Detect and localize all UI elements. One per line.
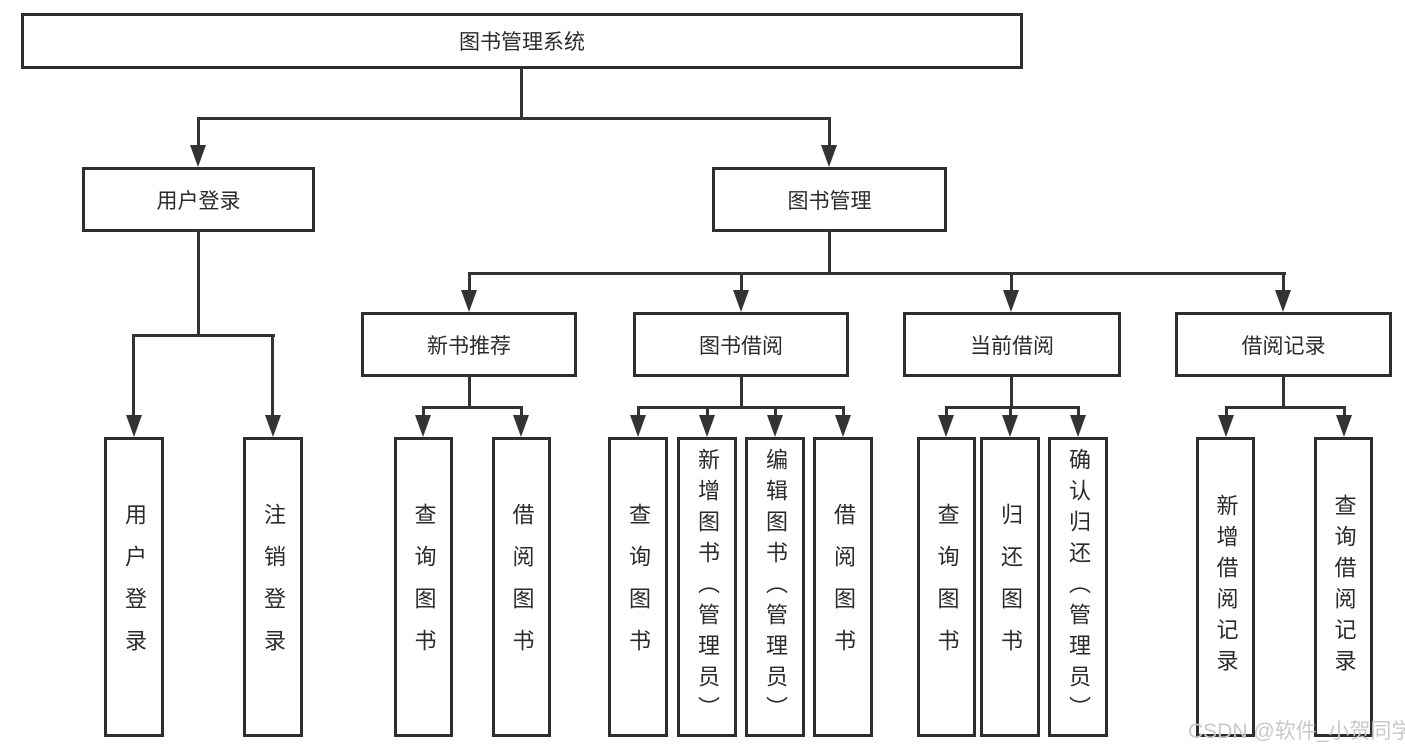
connector-borrow-stem — [740, 375, 743, 409]
connector-manage-c2-stem — [740, 272, 743, 294]
arrow-to-records-query — [1336, 415, 1352, 437]
arrow-to-current-return — [1002, 415, 1018, 437]
arrow-to-current-borrow — [1003, 290, 1019, 312]
connector-current-l1-stem — [945, 406, 948, 418]
arrow-to-new-book — [461, 290, 477, 312]
connector-login-stem — [197, 230, 200, 337]
connector-current-stem — [1010, 375, 1013, 409]
connector-records-l2-stem — [1343, 406, 1346, 418]
connector-root-left-stem — [197, 117, 200, 147]
node-current-borrow: 当前借阅 — [903, 312, 1121, 377]
arrow-to-borrow-records — [1275, 290, 1291, 312]
arrow-to-records-add — [1218, 415, 1234, 437]
connector-manage-c4-stem — [1282, 272, 1285, 294]
leaf-current-return: 归还图书 — [980, 437, 1040, 737]
arrow-to-newbook-borrow — [513, 415, 529, 437]
connector-newbook-l2-stem — [520, 406, 523, 418]
connector-borrow-l1-stem — [637, 406, 640, 418]
connector-borrow-bar — [637, 406, 845, 409]
leaf-borrow-edit: 编辑图书（管理员） — [745, 437, 805, 737]
leaf-borrow-add: 新增图书（管理员） — [677, 437, 737, 737]
connector-current-l2-stem — [1009, 406, 1012, 418]
connector-login-bar — [132, 334, 275, 337]
arrow-to-leaf-user-login — [126, 415, 142, 437]
arrow-to-book-borrow — [733, 290, 749, 312]
connector-login-leaf2-stem — [271, 334, 274, 418]
connector-current-bar — [945, 406, 1080, 409]
leaf-records-query: 查询借阅记录 — [1314, 437, 1373, 737]
leaf-borrow-borrow: 借阅图书 — [813, 437, 873, 737]
arrow-to-book-manage — [821, 145, 837, 167]
arrow-to-leaf-logout — [265, 415, 281, 437]
connector-root-stem — [520, 66, 523, 119]
connector-current-l3-stem — [1077, 406, 1080, 418]
connector-records-bar — [1225, 406, 1346, 409]
leaf-borrow-query: 查询图书 — [608, 437, 668, 737]
leaf-current-confirm: 确认归还（管理员） — [1048, 437, 1108, 737]
connector-manage-stem — [828, 229, 831, 275]
node-user-login: 用户登录 — [82, 167, 315, 232]
arrow-to-borrow-edit — [767, 415, 783, 437]
connector-records-stem — [1282, 375, 1285, 409]
csdn-watermark: CSDN @软件_小贺同学 — [1188, 720, 1405, 743]
arrow-to-borrow-query — [630, 415, 646, 437]
leaf-newbook-query: 查询图书 — [394, 437, 453, 737]
connector-manage-bar — [468, 272, 1286, 275]
arrow-to-current-query — [938, 415, 954, 437]
leaf-current-query: 查询图书 — [917, 437, 976, 737]
leaf-logout: 注销登录 — [243, 437, 303, 737]
arrow-to-current-confirm — [1070, 415, 1086, 437]
node-borrow-records: 借阅记录 — [1175, 312, 1392, 377]
connector-newbook-bar — [422, 406, 523, 409]
connector-login-leaf1-stem — [132, 334, 135, 418]
arrow-to-borrow-add — [699, 415, 715, 437]
node-root: 图书管理系统 — [21, 13, 1023, 69]
leaf-newbook-borrow: 借阅图书 — [492, 437, 551, 737]
arrow-to-user-login — [190, 145, 206, 167]
node-book-manage: 图书管理 — [712, 167, 947, 232]
connector-manage-c1-stem — [468, 272, 471, 294]
connector-borrow-l4-stem — [842, 406, 845, 418]
connector-root-bar — [197, 117, 831, 120]
connector-borrow-l3-stem — [774, 406, 777, 418]
leaf-user-login: 用户登录 — [104, 437, 164, 737]
connector-newbook-l1-stem — [422, 406, 425, 418]
arrow-to-borrow-borrow — [835, 415, 851, 437]
connector-root-right-stem — [828, 117, 831, 147]
connector-records-l1-stem — [1225, 406, 1228, 418]
connector-manage-c3-stem — [1010, 272, 1013, 294]
connector-borrow-l2-stem — [706, 406, 709, 418]
leaf-records-add: 新增借阅记录 — [1196, 437, 1255, 737]
node-book-borrow: 图书借阅 — [633, 312, 849, 377]
arrow-to-newbook-query — [415, 415, 431, 437]
connector-newbook-stem — [468, 375, 471, 409]
node-new-book-recommend: 新书推荐 — [361, 312, 577, 377]
